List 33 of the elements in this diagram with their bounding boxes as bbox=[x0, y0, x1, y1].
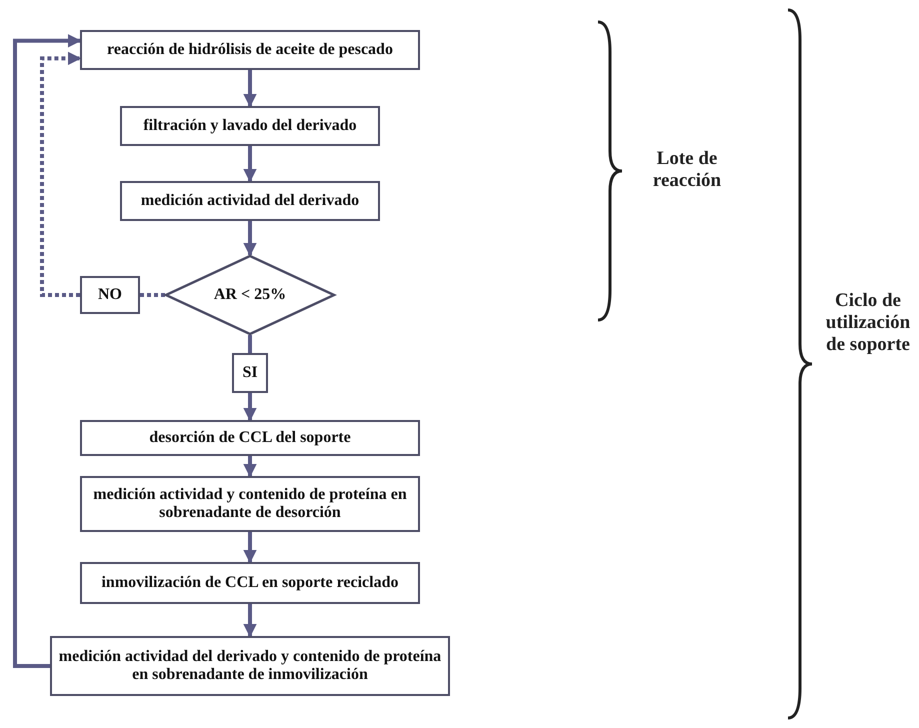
arrow bbox=[243, 70, 257, 108]
step-text: SI bbox=[242, 364, 258, 382]
process-box bbox=[80, 420, 420, 456]
process-box bbox=[120, 106, 380, 146]
step-text: inmovilización de CCL en soporte reciclado bbox=[101, 574, 398, 592]
brace-label: Lote de reacción bbox=[652, 148, 722, 192]
process-box bbox=[120, 181, 380, 221]
process-box bbox=[80, 476, 420, 532]
process-box bbox=[80, 562, 420, 604]
step-text: AR < 25% bbox=[214, 286, 286, 304]
process-box bbox=[50, 636, 450, 696]
arrow bbox=[40, 52, 82, 297]
arrow bbox=[243, 221, 257, 256]
connector-line bbox=[140, 293, 165, 297]
process-box bbox=[80, 276, 140, 314]
step-text: filtración y lavado del derivado bbox=[143, 117, 357, 135]
step-text: medición actividad del derivado bbox=[140, 192, 360, 210]
process-box bbox=[80, 30, 420, 70]
arrow bbox=[243, 532, 257, 564]
arrow bbox=[243, 456, 257, 478]
step-text: desorción de CCL del soporte bbox=[149, 429, 351, 447]
arrow bbox=[243, 604, 257, 638]
step-text: medición actividad del derivado y contenido de proteína en sobrenadante de inmovilización bbox=[58, 648, 442, 684]
arrow bbox=[13, 34, 82, 668]
connector-line bbox=[248, 335, 252, 353]
arrow bbox=[243, 146, 257, 182]
step-text: medición actividad y contenido de proteína en sobrenadante de desorción bbox=[92, 486, 408, 522]
arrow bbox=[243, 393, 257, 422]
step-text: NO bbox=[98, 286, 122, 304]
step-text: reacción de hidrólisis de aceite de pescado bbox=[107, 41, 393, 59]
brace-label: Ciclo de utilización de soporte bbox=[824, 290, 912, 356]
process-box bbox=[232, 353, 268, 393]
decision-diamond bbox=[165, 255, 335, 335]
